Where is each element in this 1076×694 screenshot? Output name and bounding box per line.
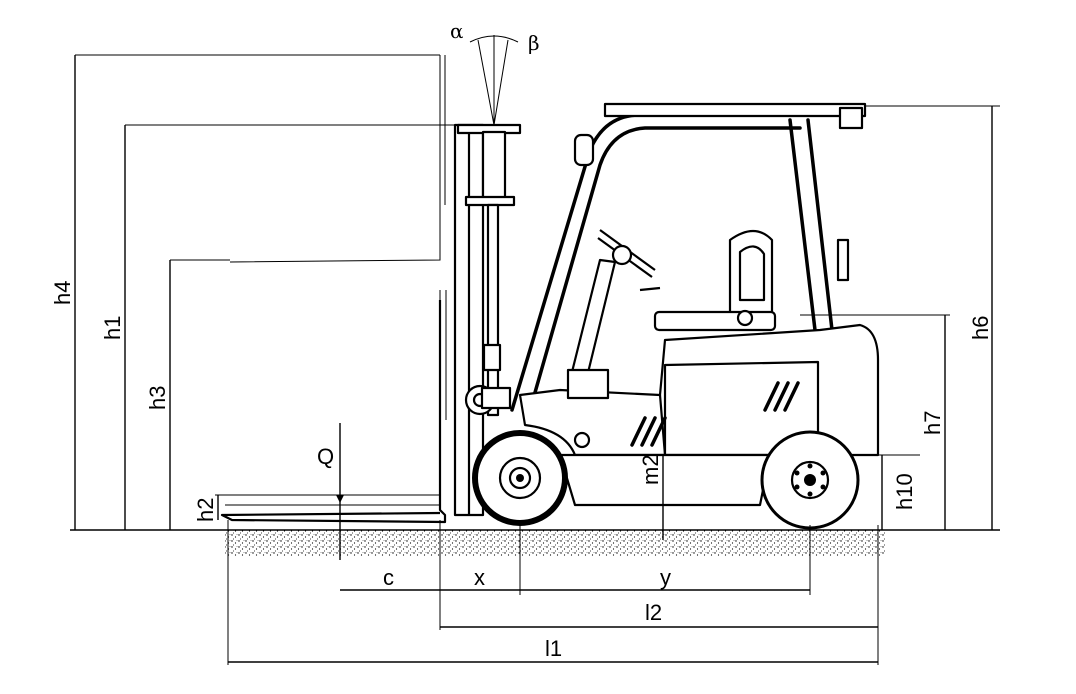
mast (453, 123, 522, 517)
fork-lowered (220, 300, 447, 524)
label-y: y (660, 565, 671, 590)
label-x: x (474, 565, 485, 590)
tilt-angles (469, 35, 519, 126)
seat (653, 229, 777, 332)
label-h10: h10 (892, 473, 917, 510)
label-h4: h4 (50, 281, 75, 305)
overhead-guard (510, 102, 867, 412)
ground (70, 529, 1000, 556)
label-c: c (383, 565, 394, 590)
logo-stripes-rear (763, 381, 800, 412)
front-wheel (472, 430, 568, 526)
load-center-marker (336, 423, 344, 560)
dimension-labels: α β h4 h1 h3 h2 Q c x y l2 l1 m2 h6 h7 h… (50, 19, 993, 661)
label-h1: h1 (100, 316, 125, 340)
label-Q: Q (317, 444, 334, 469)
left-dimensions (74, 54, 460, 530)
label-h6: h6 (968, 316, 993, 340)
logo-stripes-front (630, 416, 667, 447)
rear-wheel (760, 430, 860, 530)
right-dimensions (662, 105, 1000, 540)
label-m2: m2 (638, 454, 663, 485)
label-h2: h2 (193, 498, 218, 522)
label-h3: h3 (145, 386, 170, 410)
label-h7: h7 (920, 411, 945, 435)
label-l2: l2 (645, 600, 662, 625)
bottom-dimensions (227, 520, 879, 665)
chassis (518, 323, 880, 507)
label-l1: l1 (545, 636, 562, 661)
fork-raised-top (229, 55, 446, 263)
label-beta: β (528, 31, 540, 55)
label-alpha: α (450, 19, 464, 43)
steering (568, 229, 661, 387)
